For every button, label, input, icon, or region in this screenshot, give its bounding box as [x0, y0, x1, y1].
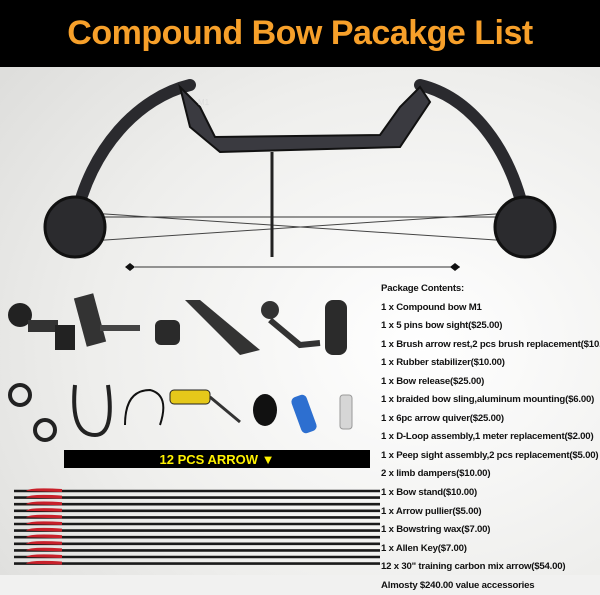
bow-limbs [69, 79, 531, 228]
arrow-fletching [26, 547, 62, 552]
page-title: Compound Bow Pacakge List [67, 14, 533, 52]
arrow [14, 494, 380, 499]
bow-stand-icon [185, 300, 260, 355]
arrow-fletching [26, 488, 62, 492]
arrow-fletching [26, 508, 62, 512]
background [0, 0, 600, 575]
bow-cam-right [493, 195, 557, 259]
package-contents-heading: Package Contents: [381, 283, 464, 294]
arrow-rest-icon [73, 293, 140, 347]
list-item: 1 x 6pc arrow quiver($25.00) [381, 412, 504, 424]
bow-sling-icon [72, 384, 112, 438]
list-item: 1 x Peep sight assembly,2 pcs replacemen… [381, 449, 599, 461]
arrow-fletching [26, 527, 62, 532]
compound-bow-image: M1 [43, 79, 557, 271]
list-item: 2 x limb dampers($10.00) [381, 468, 491, 480]
arrow [14, 534, 380, 539]
arrow [14, 547, 380, 552]
arrow [14, 521, 380, 526]
riser-label: M1 [198, 98, 210, 107]
arrow [14, 514, 380, 519]
accessories-image [8, 293, 353, 442]
list-item: 1 x D-Loop assembly,1 meter replacement(… [381, 431, 594, 443]
bow-release-icon [155, 320, 180, 345]
peep-sight-icon [261, 301, 321, 349]
arrow-fletching [26, 560, 62, 565]
arrow [14, 554, 380, 559]
bow-cam-left [43, 195, 107, 259]
bow-cable [74, 211, 526, 243]
list-item: 1 x 5 pins bow sight($25.00) [381, 320, 503, 332]
arrows-banner: 12 PCS ARROW ▼ [64, 450, 370, 468]
arrow-fletching [26, 534, 62, 539]
arrow [14, 508, 380, 513]
list-item: 1 x Brush arrow rest,2 pcs brush replace… [381, 338, 600, 350]
list-item: 1 x Bow stand($10.00) [381, 487, 478, 499]
bowstring-wax-icon [253, 394, 277, 426]
package-contents-list: Package Contents: 1 x Compound bow M1 1 … [381, 280, 600, 595]
arrow-pullier-icon [291, 394, 317, 434]
stabilizer-icon [325, 300, 347, 355]
arrow-fletching [26, 541, 62, 545]
bow-sight-icon [8, 303, 75, 350]
list-item: Almosty $240.00 value accessories [381, 579, 535, 591]
arrow-fletching [26, 514, 62, 519]
list-item: 1 x Bowstring wax($7.00) [381, 524, 491, 536]
title-bar: Compound Bow Pacakge List [0, 0, 600, 67]
list-item: 1 x Allen Key($7.00) [381, 542, 467, 554]
allen-key-icon [169, 389, 241, 424]
bow-riser [178, 83, 432, 154]
arrow-fletching [26, 501, 62, 506]
quiver-icon [339, 394, 353, 430]
arrows-image [14, 488, 380, 565]
list-item: 1 x Bow release($25.00) [381, 375, 485, 387]
list-item: 12 x 30" training carbon mix arrow($54.0… [381, 561, 566, 573]
d-loop-icon [124, 388, 165, 426]
arrow-fletching [26, 521, 62, 525]
arrow-fletching [26, 494, 62, 499]
list-item: 1 x Rubber stabilizer($10.00) [381, 357, 505, 369]
list-item: 1 x Compound bow M1 [381, 301, 482, 313]
arrows-banner-label: 12 PCS ARROW ▼ [159, 451, 275, 467]
arrow-fletching [26, 554, 62, 558]
arrow [14, 527, 380, 532]
arrow [14, 560, 380, 565]
arrow [14, 501, 380, 506]
arrow [14, 541, 380, 546]
list-item: 1 x Arrow pullier($5.00) [381, 505, 482, 517]
arrow [14, 488, 380, 493]
limb-dampers-icon [8, 383, 57, 442]
list-item: 1 x braided bow sling,aluminum mounting(… [381, 394, 595, 406]
